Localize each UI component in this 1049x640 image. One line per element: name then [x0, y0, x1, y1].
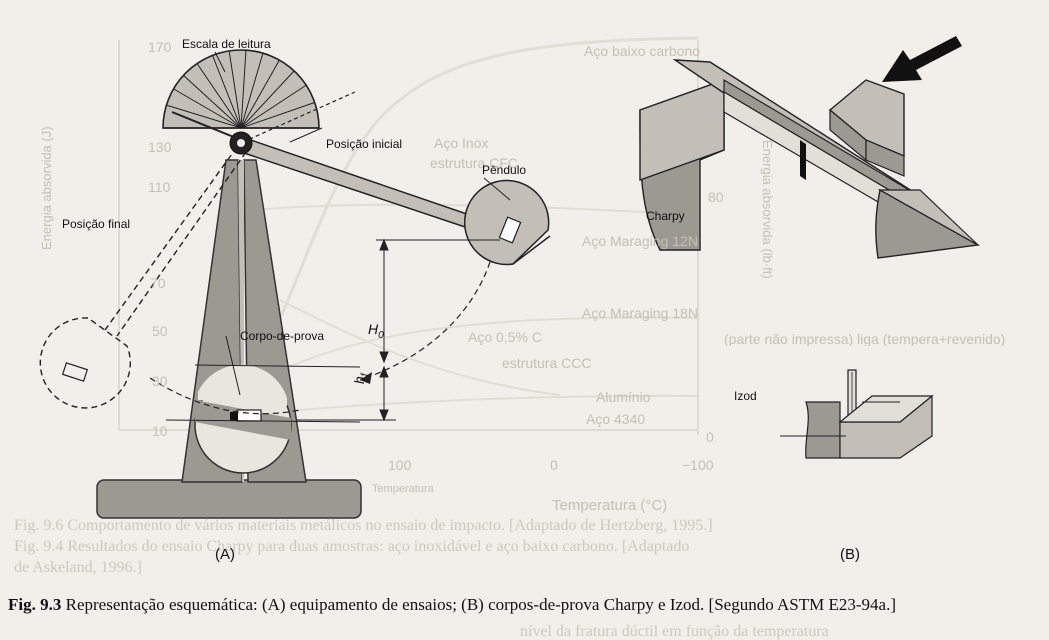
height-dimensions: [296, 238, 500, 422]
bleed-text: 110: [148, 179, 171, 195]
bleed-text: Aço 4340: [586, 411, 646, 427]
bleed-text: 30: [152, 373, 168, 389]
bleed-caption: de Askeland, 1996.]: [14, 559, 142, 576]
figure-number: Fig. 9.3: [8, 595, 62, 614]
hf-label: hf: [351, 373, 371, 384]
bleed-text: estrutura CFC: [430, 155, 518, 171]
bleed-text: estrutura CCC: [502, 355, 592, 371]
bleed-text: 50: [152, 323, 168, 339]
charpy-label: Charpy: [646, 209, 685, 223]
bleed-caption: Fig. 9.4 Resultados do ensaio Charpy par…: [14, 538, 690, 555]
izod-specimen: [780, 369, 934, 459]
reading-scale: [162, 49, 320, 143]
bleed-text: 0: [706, 429, 714, 445]
bleed-text: Alumínio: [596, 389, 651, 405]
machine-base: [96, 479, 362, 519]
bleed-text: Aço Maraging 12N: [582, 233, 698, 249]
bleed-text: Temperatura (°C): [552, 497, 668, 514]
bleed-text: 130: [148, 139, 172, 155]
initial-position-label: Posição inicial: [326, 137, 403, 151]
hf-symbol: h: [351, 376, 367, 384]
bleed-text: Aço Inox: [434, 135, 489, 151]
specimen-label: Corpo-de-prova: [240, 329, 325, 343]
figure-caption-text: Representação esquemática: (A) equipamen…: [61, 595, 896, 614]
impact-arrow-icon: [882, 36, 962, 82]
pendulum-label: Pêndulo: [482, 163, 527, 177]
bleed-text: Energia absorvida (lb·ft): [760, 140, 775, 279]
figure-caption: Fig. 9.3 Representação esquemática: (A) …: [8, 594, 1043, 615]
h0-label: H0: [368, 322, 384, 341]
bleed-caption: nível da fratura dúctil em função da tem…: [520, 623, 829, 640]
hf-subscript: f: [359, 373, 371, 377]
bleed-text: Aço Maraging 18N: [582, 305, 698, 321]
bleed-text: Aço 0,5% C: [468, 329, 542, 345]
reading-scale-label: Escala de leitura: [182, 37, 271, 51]
charpy-specimen: [639, 36, 981, 259]
bleed-text: Aço baixo carbono: [584, 43, 700, 59]
pendulum: [234, 135, 551, 266]
bleed-text: 0: [550, 457, 558, 473]
izod-label: Izod: [734, 389, 757, 403]
panel-b-label: (B): [840, 546, 860, 563]
final-position-label: Posição final: [62, 217, 131, 231]
bleed-text: 100: [388, 457, 412, 473]
bleed-text: Energia absorvida (J): [39, 126, 54, 250]
specimen: [236, 409, 262, 422]
bleed-text: 10: [152, 423, 168, 439]
bleed-text: 170: [148, 39, 172, 55]
panel-a-label: (A): [215, 546, 235, 563]
bleed-text: 70: [150, 275, 166, 291]
pendulum-final-position: [39, 146, 247, 409]
bleed-text: −100: [682, 457, 714, 473]
bleed-text: Temperatura: [372, 483, 434, 495]
bleed-caption: Fig. 9.6 Comportamento de vários materia…: [14, 517, 713, 534]
bleed-text: 80: [708, 189, 724, 205]
h0-symbol: H: [368, 321, 379, 337]
h0-subscript: 0: [378, 329, 384, 341]
bleed-text: (parte não impressa) liga (tempera+reven…: [724, 332, 1006, 346]
